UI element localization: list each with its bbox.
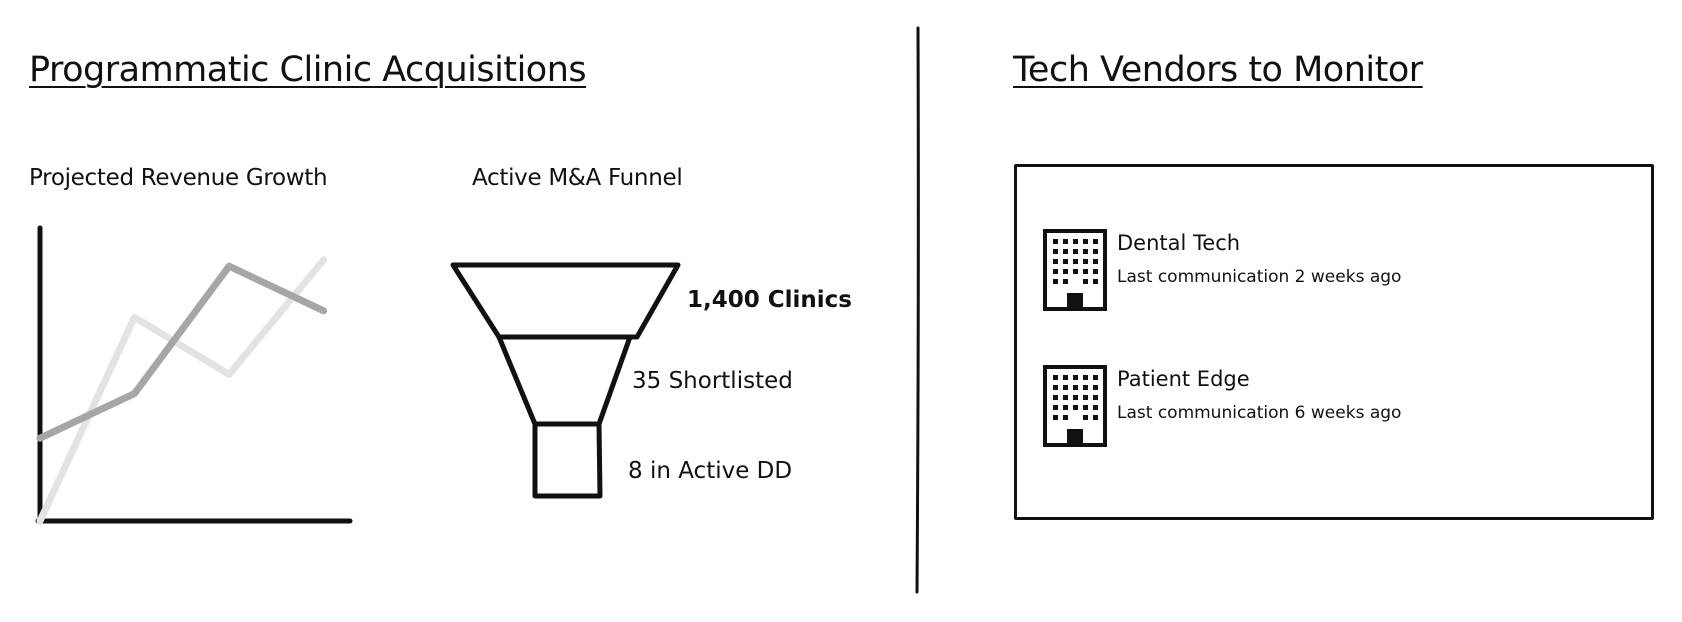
vendor-last-communication: Last communication 6 weeks ago bbox=[1117, 403, 1402, 423]
revenue-line-chart bbox=[35, 225, 353, 525]
chart-series-line bbox=[36, 256, 328, 525]
vendor-list-item[interactable]: Dental Tech Last communication 2 weeks a… bbox=[1043, 229, 1523, 313]
page-title: Programmatic Clinic Acquisitions bbox=[29, 50, 587, 90]
vendor-panel: Dental Tech Last communication 2 weeks a… bbox=[1014, 164, 1654, 520]
funnel-stage-top-shape bbox=[450, 262, 681, 340]
funnel-stage-label: 35 Shortlisted bbox=[632, 368, 793, 394]
funnel-stage-label: 8 in Active DD bbox=[628, 458, 793, 484]
funnel-stage-middle-shape bbox=[496, 334, 633, 427]
chart-series-line bbox=[36, 262, 328, 442]
building-icon bbox=[1043, 365, 1107, 447]
funnel-diagram bbox=[450, 262, 681, 499]
vendor-name: Patient Edge bbox=[1117, 367, 1250, 391]
revenue-chart-title: Projected Revenue Growth bbox=[29, 165, 328, 191]
funnel-title: Active M&A Funnel bbox=[472, 165, 683, 191]
vendor-name: Dental Tech bbox=[1117, 231, 1241, 255]
funnel-stage-bottom-shape bbox=[532, 421, 603, 499]
vendor-list-item[interactable]: Patient Edge Last communication 6 weeks … bbox=[1043, 365, 1523, 449]
section-divider bbox=[915, 26, 920, 594]
building-icon bbox=[1043, 229, 1107, 311]
vendors-title: Tech Vendors to Monitor bbox=[1013, 50, 1423, 90]
funnel-stage-label: 1,400 Clinics bbox=[687, 287, 852, 313]
vendor-last-communication: Last communication 2 weeks ago bbox=[1117, 267, 1402, 287]
